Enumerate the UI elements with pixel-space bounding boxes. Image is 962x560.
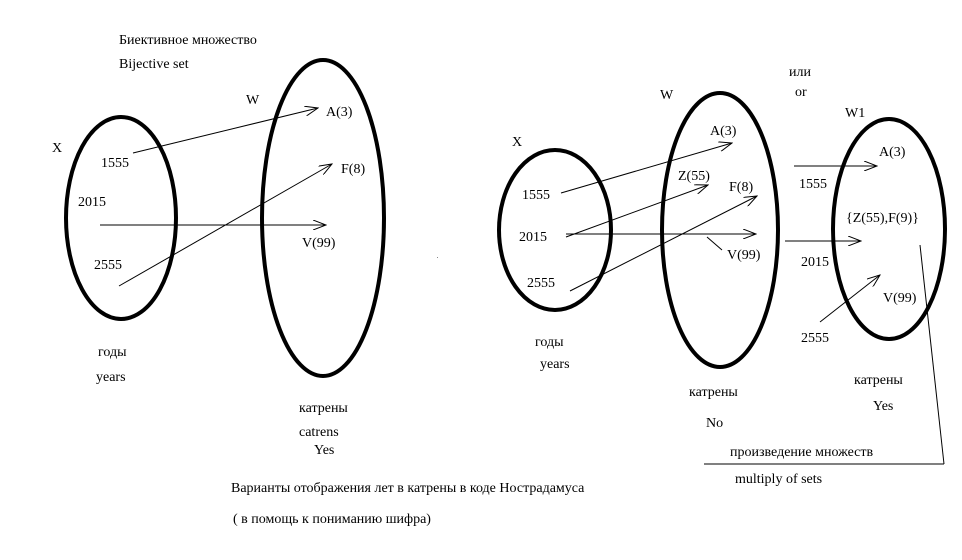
- or-en: or: [795, 85, 807, 100]
- label-catrens-en: catrens: [299, 425, 339, 440]
- title-ru: Биективное множество: [119, 33, 257, 48]
- verdict-middle: No: [706, 416, 724, 431]
- product-bracket-vertical: [919, 244, 945, 465]
- set-w-label: W: [246, 93, 260, 108]
- label-catrens-ru: катрены: [299, 401, 348, 416]
- year-2555: 2555: [94, 258, 122, 273]
- verdict-right: Yes: [873, 399, 894, 414]
- year-1555: 1555: [101, 156, 129, 171]
- year-2015-middle: 2015: [519, 230, 547, 245]
- year-1555-right: 1555: [799, 177, 827, 192]
- catren-v99-middle: V(99): [727, 248, 761, 263]
- label-catrens-ru-right: катрены: [854, 373, 903, 388]
- set-w1-label: W1: [845, 106, 866, 121]
- stroke-v99-tick: [706, 236, 723, 251]
- catren-a3: A(3): [326, 105, 353, 120]
- set-x-label: X: [52, 141, 63, 156]
- year-2555-right: 2555: [801, 331, 829, 346]
- set-x-ellipse: [64, 115, 178, 321]
- catren-a3-right: A(3): [879, 145, 906, 160]
- label-years-en: years: [96, 370, 126, 385]
- set-x-label-middle: X: [512, 135, 523, 150]
- catren-a3-middle: A(3): [710, 124, 737, 139]
- set-w-label-middle: W: [660, 88, 674, 103]
- label-catrens-ru-middle: катрены: [689, 385, 738, 400]
- arrow-1555-to-a3: [132, 108, 318, 154]
- set-x-ellipse-middle: [497, 148, 613, 312]
- arrow-2555-to-f8: [118, 164, 332, 287]
- catren-z55-middle: Z(55): [678, 169, 710, 184]
- product-label-en: multiply of sets: [735, 472, 823, 487]
- product-label-ru: произведение множеств: [730, 445, 874, 460]
- arrow-2555-to-v99-right: [819, 275, 880, 323]
- set-w1-ellipse: [831, 117, 947, 341]
- catren-v99: V(99): [302, 236, 336, 251]
- caption-line-2: ( в помощь к пониманию шифра): [233, 512, 431, 527]
- set-w-ellipse-middle: [660, 91, 780, 369]
- year-2555-middle: 2555: [527, 276, 555, 291]
- arrow-2015-to-z55: [565, 185, 708, 238]
- label-years-ru: годы: [98, 345, 127, 360]
- year-2015: 2015: [78, 195, 106, 210]
- stray-dot: [437, 257, 438, 258]
- catren-zf-right: {Z(55),F(9)}: [846, 211, 919, 226]
- set-w-ellipse: [260, 58, 386, 378]
- arrow-2555-to-f8-middle: [569, 196, 757, 292]
- year-1555-middle: 1555: [522, 188, 550, 203]
- label-years-ru-middle: годы: [535, 335, 564, 350]
- arrow-1555-to-a3-middle: [560, 143, 732, 194]
- or-ru: или: [789, 65, 811, 80]
- title-en: Bijective set: [119, 57, 189, 72]
- caption-line-1: Варианты отображения лет в катрены в код…: [231, 481, 585, 496]
- catren-f8: F(8): [341, 162, 366, 177]
- year-2015-right: 2015: [801, 255, 829, 270]
- catren-v99-right: V(99): [883, 291, 917, 306]
- catren-f8-middle: F(8): [729, 180, 754, 195]
- label-years-en-middle: years: [540, 357, 570, 372]
- verdict-left: Yes: [314, 443, 335, 458]
